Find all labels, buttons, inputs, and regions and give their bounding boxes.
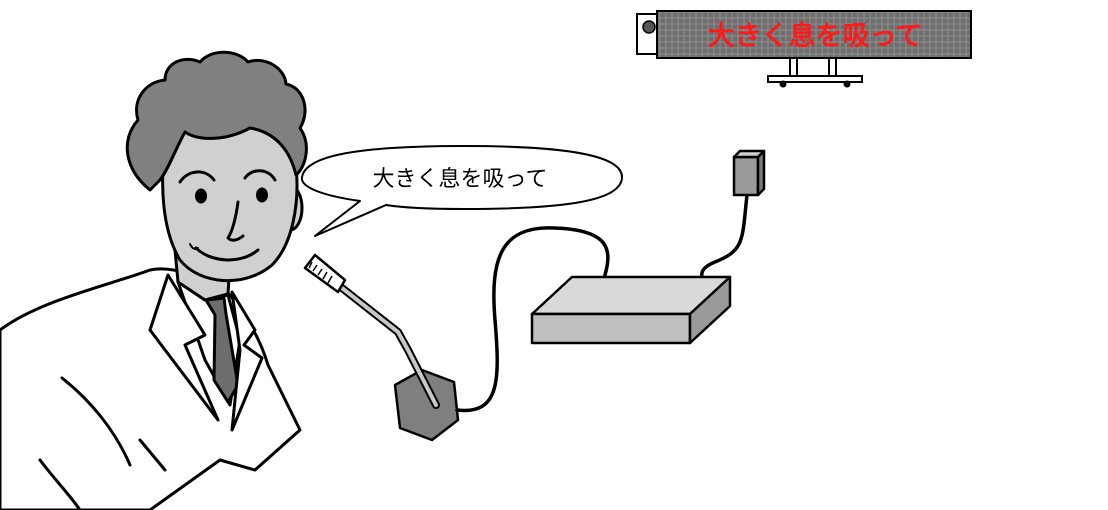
man-left-lapel <box>148 273 220 422</box>
device-front-face <box>530 312 692 345</box>
speech-bubble-text: 大きく息を吸って <box>373 167 548 192</box>
man-tie <box>204 296 240 404</box>
led-display-end-cap <box>636 13 659 55</box>
led-display: 大きく息を吸って <box>636 10 972 88</box>
man-jacket <box>0 267 302 510</box>
man-right-eye <box>256 187 268 203</box>
microphone-grille <box>308 261 333 284</box>
power-adapter-side <box>756 149 766 197</box>
microphone-head <box>303 253 347 294</box>
man-left-eyebrow <box>178 170 216 184</box>
led-display-panel <box>656 10 972 59</box>
man-jacket-fold <box>38 376 167 510</box>
man-cheek <box>189 243 199 250</box>
man-mouth <box>194 246 260 262</box>
speech-bubble-shape <box>300 145 623 237</box>
led-display-text: 大きく息を吸って <box>708 20 923 52</box>
man-left-eye <box>195 188 207 204</box>
microphone <box>303 253 460 442</box>
microphone-cable <box>455 226 610 413</box>
man-right-lapel <box>230 290 264 432</box>
device-side-face <box>688 275 732 345</box>
man-right-eyebrow <box>243 169 277 182</box>
speech-bubble: 大きく息を吸って <box>300 145 623 237</box>
power-adapter <box>732 155 760 197</box>
man-illustration <box>0 50 308 510</box>
power-cable <box>700 193 749 284</box>
man-hair <box>125 50 308 192</box>
man-nose <box>226 200 245 242</box>
led-display-sensor <box>642 20 656 34</box>
led-display-stand <box>767 57 863 88</box>
microphone-gooseneck-inner <box>340 286 438 407</box>
receiver-device <box>530 149 766 345</box>
